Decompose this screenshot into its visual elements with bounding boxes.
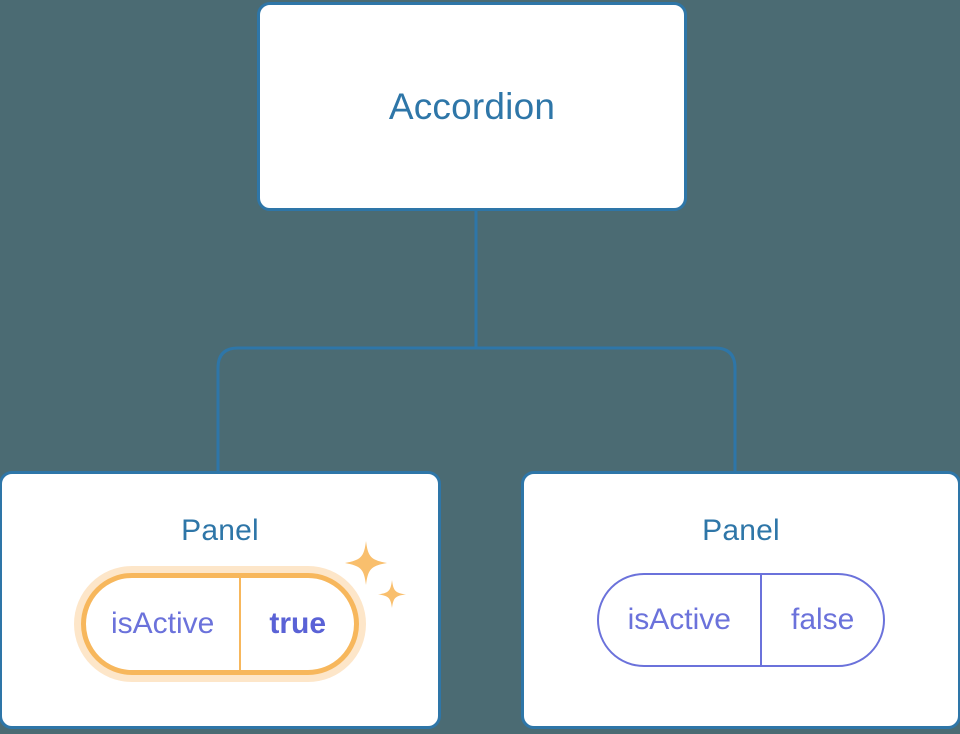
node-accordion[interactable]: Accordion	[257, 2, 687, 211]
node-panel-left[interactable]: Panel isActive true	[0, 471, 441, 729]
prop-value-label: false	[790, 603, 855, 636]
prop-pill-left-wrapper: isActive true	[80, 541, 407, 675]
prop-pill-is-active-false[interactable]: isActive false	[596, 573, 886, 667]
node-panel-right[interactable]: Panel isActive false	[521, 471, 960, 729]
connector-branch-bus	[216, 346, 737, 471]
prop-value-label: true	[269, 607, 327, 640]
prop-key-label: isActive	[86, 578, 242, 670]
prop-key-label: isActive	[599, 575, 762, 665]
prop-pill-right-wrapper: isActive false	[596, 573, 886, 667]
prop-pill-is-active-true[interactable]: isActive true	[80, 573, 360, 675]
node-panel-left-title: Panel	[181, 514, 259, 547]
node-panel-right-title: Panel	[702, 514, 780, 547]
node-accordion-title: Accordion	[388, 85, 556, 127]
sparkle-small-icon	[378, 580, 407, 608]
